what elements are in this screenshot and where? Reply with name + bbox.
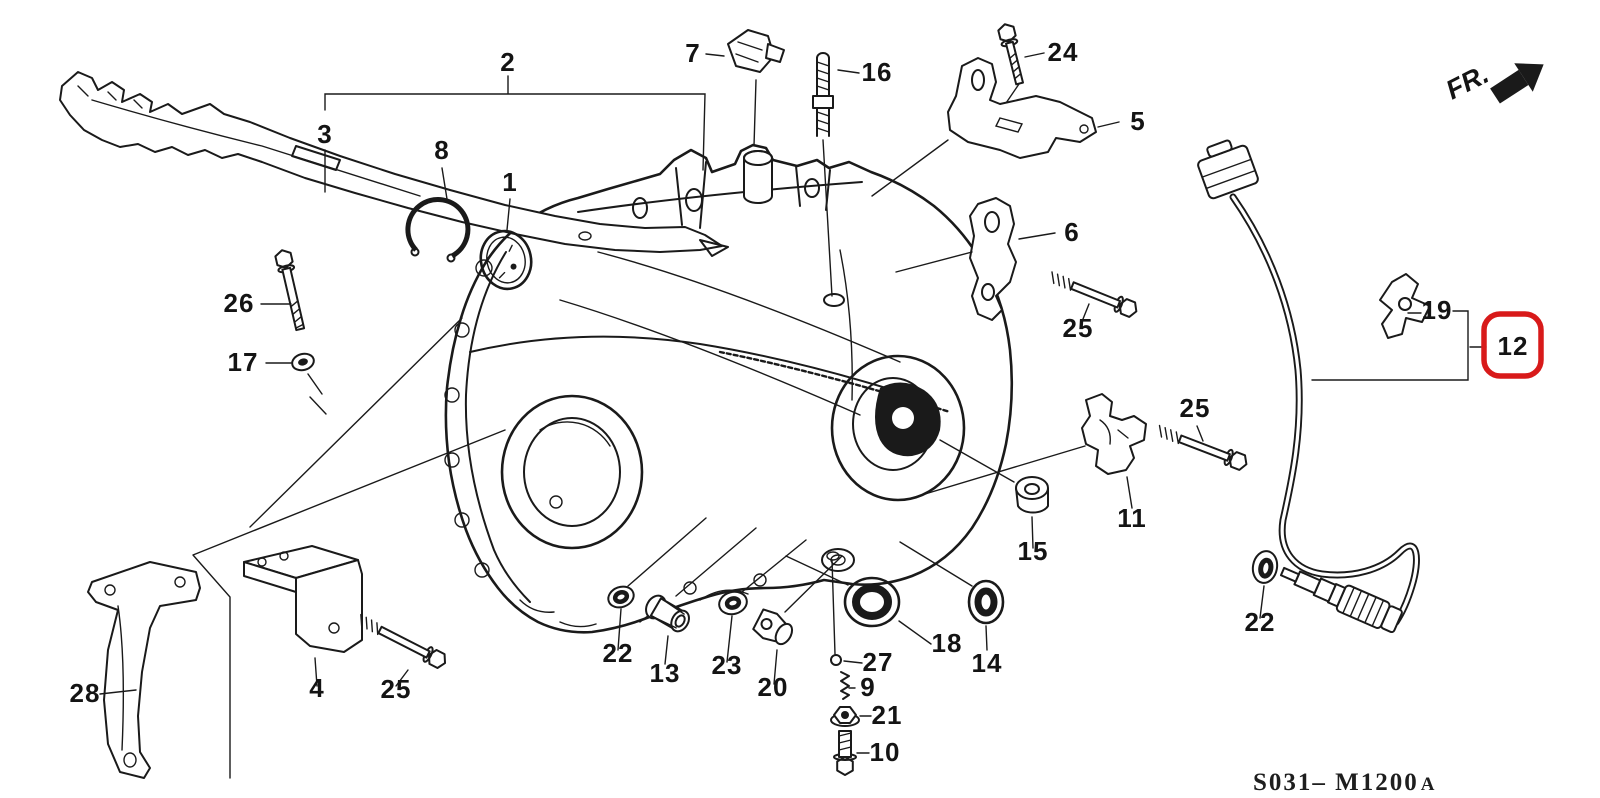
washer-22-right-drawing <box>1251 550 1279 619</box>
callout-part-16[interactable]: 16 <box>862 57 893 87</box>
callout-part-9[interactable]: 9 <box>860 672 875 702</box>
callout-part-8[interactable]: 8 <box>434 135 449 165</box>
front-direction-arrow: FR. <box>1441 59 1544 105</box>
callout-part-28[interactable]: 28 <box>70 678 101 708</box>
front-direction-label: FR. <box>1441 59 1493 105</box>
callouts: 1 2 3 4 5 6 7 8 9 10 11 12 13 14 15 16 1… <box>70 37 1529 767</box>
washer-17-drawing <box>265 352 323 395</box>
diagram-code-main: S031– M1200 <box>1253 769 1419 796</box>
callout-part-25-right[interactable]: 25 <box>1180 393 1211 423</box>
seal-disc-drawing <box>479 198 533 291</box>
callout-part-5[interactable]: 5 <box>1130 106 1145 136</box>
washer-23-drawing <box>718 539 807 663</box>
ball-27-drawing <box>830 559 863 666</box>
sensor-7-drawing <box>705 29 785 147</box>
bracket-5-drawing <box>871 57 1120 197</box>
bolt-10-drawing <box>833 730 870 776</box>
callout-part-4[interactable]: 4 <box>309 673 324 703</box>
highlight-ring-part-12[interactable] <box>1481 311 1544 379</box>
snap-ring-drawing <box>405 167 471 263</box>
callout-part-20[interactable]: 20 <box>758 672 789 702</box>
bracket-6-drawing <box>895 197 1056 321</box>
washer-22-left-drawing <box>607 517 707 651</box>
callout-part-2[interactable]: 2 <box>500 47 515 77</box>
callout-part-27[interactable]: 27 <box>863 647 894 677</box>
bushing-15-drawing <box>939 439 1049 549</box>
diagram-code-suffix: A <box>1421 774 1437 795</box>
leader-lines-top <box>324 75 706 193</box>
nut-21-drawing <box>830 706 872 727</box>
callout-part-13[interactable]: 13 <box>650 658 681 688</box>
callout-part-25-left[interactable]: 25 <box>381 674 412 704</box>
connector-drawing <box>1197 139 1259 200</box>
bolt-25-right-drawing <box>1158 424 1248 471</box>
callout-part-25-top[interactable]: 25 <box>1063 313 1094 343</box>
bolt-24-drawing <box>997 23 1045 107</box>
callout-part-18[interactable]: 18 <box>932 628 963 658</box>
callout-part-6[interactable]: 6 <box>1064 217 1079 247</box>
bolt-25-top-drawing <box>1051 271 1138 325</box>
plug-20-drawing <box>752 555 843 685</box>
spring-9-drawing <box>840 671 856 700</box>
bracket-28-drawing <box>87 561 201 779</box>
ring-14-drawing <box>899 541 1005 651</box>
transmission-housing-drawing <box>444 143 1014 634</box>
bolt-25-left-drawing <box>360 613 447 687</box>
callout-part-19[interactable]: 19 <box>1422 295 1453 325</box>
callout-part-17[interactable]: 17 <box>228 347 259 377</box>
callout-part-23[interactable]: 23 <box>712 650 743 680</box>
stud-16-drawing <box>812 52 860 297</box>
callout-part-10[interactable]: 10 <box>870 737 901 767</box>
bracket-4-drawing <box>243 545 363 687</box>
callout-part-11[interactable]: 11 <box>1117 503 1147 533</box>
clamp-19-drawing <box>1379 273 1431 339</box>
callout-part-15[interactable]: 15 <box>1018 536 1049 566</box>
callout-part-12[interactable]: 12 <box>1498 331 1529 361</box>
clamp-11-drawing <box>904 393 1147 509</box>
nut-13-drawing <box>645 527 757 665</box>
callout-part-1[interactable]: 1 <box>502 167 517 197</box>
callout-part-26[interactable]: 26 <box>224 288 255 318</box>
callout-part-24[interactable]: 24 <box>1048 37 1079 67</box>
sensor-body-drawing <box>1279 566 1403 634</box>
callout-part-14[interactable]: 14 <box>972 648 1003 678</box>
hanger-bracket-drawing <box>59 71 729 257</box>
callout-part-21[interactable]: 21 <box>872 700 903 730</box>
callout-part-7[interactable]: 7 <box>685 38 700 68</box>
section-lines <box>192 317 506 779</box>
oxygen-sensor-assembly-drawing <box>1197 139 1487 634</box>
callout-part-22-left[interactable]: 22 <box>603 638 634 668</box>
bolt-26-drawing <box>260 249 306 332</box>
callout-part-22-right[interactable]: 22 <box>1245 607 1276 637</box>
seal-18-drawing <box>785 555 932 645</box>
callout-part-3[interactable]: 3 <box>317 119 332 149</box>
